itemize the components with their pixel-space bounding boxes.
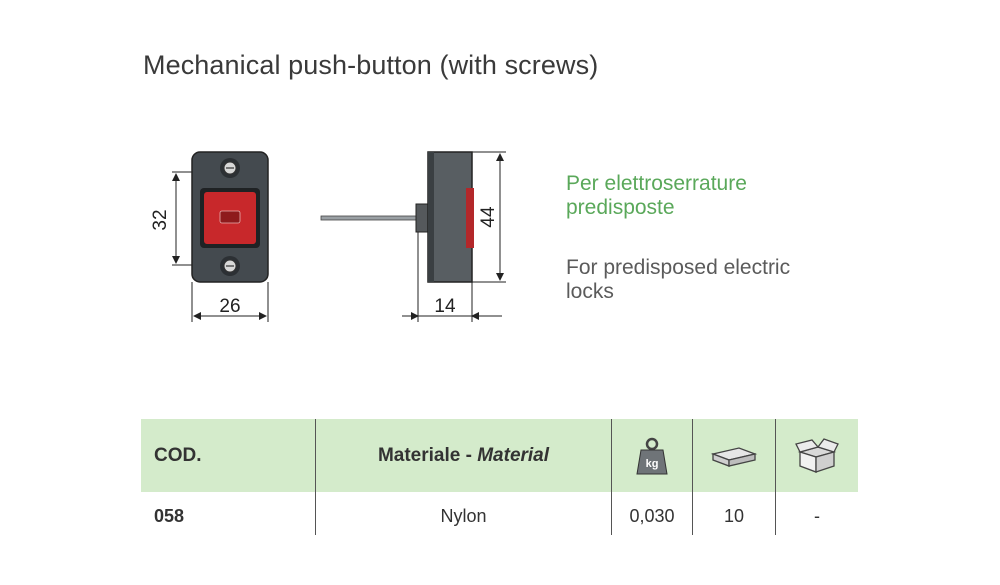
row-pack: 10 [723, 505, 745, 526]
page-title: Mechanical push-button (with screws) [143, 50, 599, 80]
description-english-line2: locks [566, 280, 614, 303]
header-material-it: Materiale - [377, 444, 472, 466]
column-divider [611, 419, 612, 535]
header-pack [693, 419, 775, 492]
header-carton [776, 419, 858, 492]
header-code: COD. [154, 444, 202, 466]
description-italian-line1: Per elettroserrature [566, 172, 747, 195]
technical-drawing: 32 26 44 14 [150, 151, 506, 322]
header-material: Materiale - Material [316, 419, 611, 492]
description-english: For predisposed electric locks [566, 256, 790, 304]
column-divider [692, 419, 693, 535]
column-divider [315, 419, 316, 535]
svg-text:kg: kg [646, 458, 659, 470]
side-depth-dim: 14 [434, 296, 456, 317]
header-weight: kg [612, 419, 692, 492]
front-height-dim: 32 [150, 209, 171, 230]
row-weight: 0,030 [629, 505, 675, 526]
flat-box-icon [710, 446, 758, 467]
open-carton-icon [795, 437, 839, 473]
kg-weight-icon: kg [636, 437, 668, 474]
description-english-line1: For predisposed electric [566, 256, 791, 279]
front-width-dim: 26 [219, 296, 240, 317]
description-italian-line2: predisposte [566, 196, 675, 219]
row-carton: - [814, 505, 820, 526]
header-material-en: Material [477, 444, 550, 466]
row-code: 058 [154, 505, 185, 526]
column-divider [775, 419, 776, 535]
side-height-dim: 44 [478, 206, 499, 228]
row-material: Nylon [440, 505, 487, 526]
front-view [191, 151, 269, 283]
side-view [320, 151, 474, 283]
description-italian: Per elettroserrature predisposte [566, 172, 747, 220]
